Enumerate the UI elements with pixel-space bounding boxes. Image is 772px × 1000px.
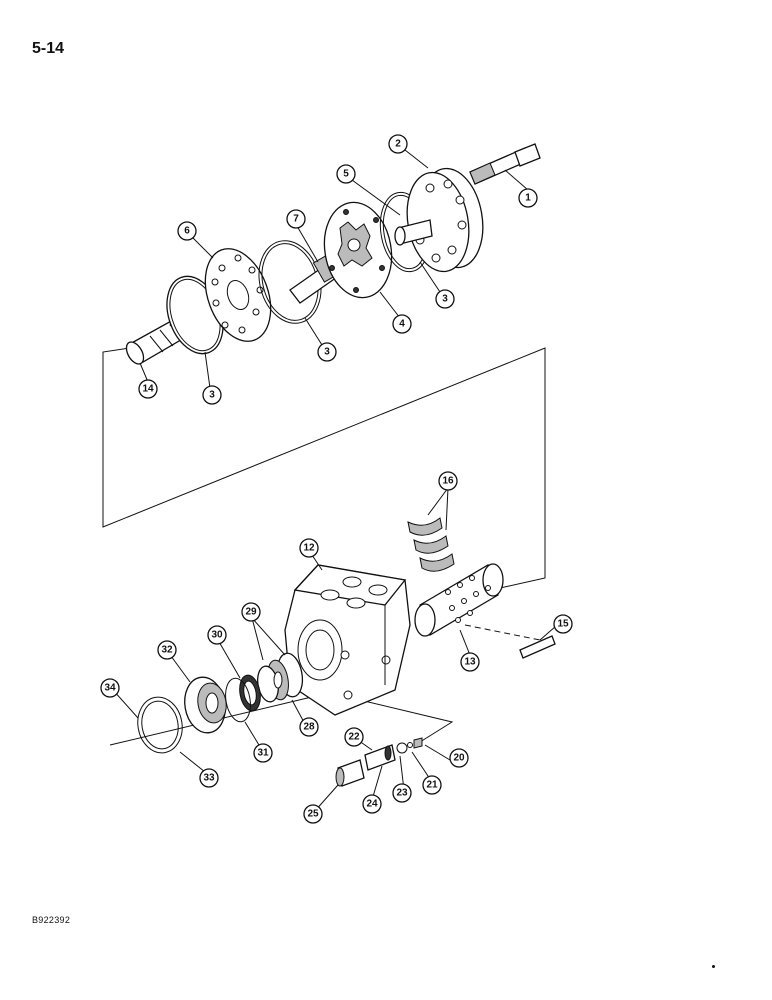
callout-31: 31 bbox=[253, 743, 273, 763]
callout-34: 34 bbox=[100, 678, 120, 698]
callout-3-left: 3 bbox=[202, 385, 222, 405]
callout-20: 20 bbox=[449, 748, 469, 768]
part-12-valve-housing bbox=[284, 564, 411, 716]
callout-16: 16 bbox=[438, 471, 458, 491]
callout-13: 13 bbox=[460, 652, 480, 672]
page-number: 5-14 bbox=[32, 40, 65, 57]
svg-text:16: 16 bbox=[442, 476, 454, 487]
svg-text:15: 15 bbox=[557, 619, 569, 630]
callout-25: 25 bbox=[303, 804, 323, 824]
svg-text:1: 1 bbox=[525, 193, 531, 204]
part-7-drive-link bbox=[289, 255, 341, 304]
callout-6: 6 bbox=[177, 221, 197, 241]
callout-4: 4 bbox=[392, 314, 412, 334]
callout-7: 7 bbox=[286, 209, 306, 229]
leader-lines bbox=[112, 149, 557, 813]
svg-text:6: 6 bbox=[184, 226, 190, 237]
svg-text:3: 3 bbox=[209, 390, 215, 401]
part-5-spacer bbox=[394, 219, 433, 246]
part-30-31-seals bbox=[225, 674, 261, 723]
callout-30: 30 bbox=[207, 625, 227, 645]
part-32-seal-gland bbox=[184, 676, 227, 734]
callout-32: 32 bbox=[157, 640, 177, 660]
svg-text:22: 22 bbox=[348, 732, 360, 743]
callout-33: 33 bbox=[199, 768, 219, 788]
svg-text:14: 14 bbox=[142, 384, 154, 395]
callout-5: 5 bbox=[336, 164, 356, 184]
svg-text:29: 29 bbox=[245, 607, 257, 618]
svg-text:23: 23 bbox=[396, 788, 408, 799]
part-4-gerotor-ring bbox=[323, 201, 393, 299]
callouts: 1 2 3 3 3 4 5 6 7 12 13 14 15 16 20 21 2… bbox=[100, 134, 573, 824]
svg-text:7: 7 bbox=[293, 214, 299, 225]
svg-text:33: 33 bbox=[203, 773, 215, 784]
callout-12: 12 bbox=[299, 538, 319, 558]
part-13-sleeve bbox=[414, 563, 504, 637]
callout-1: 1 bbox=[518, 188, 538, 208]
callout-22: 22 bbox=[344, 727, 364, 747]
svg-text:31: 31 bbox=[257, 748, 269, 759]
part-33-34-rings bbox=[137, 696, 183, 754]
callout-29: 29 bbox=[241, 602, 261, 622]
svg-text:3: 3 bbox=[442, 294, 448, 305]
svg-text:34: 34 bbox=[104, 683, 116, 694]
svg-text:24: 24 bbox=[366, 799, 378, 810]
callout-23: 23 bbox=[392, 783, 412, 803]
svg-text:3: 3 bbox=[324, 347, 330, 358]
callout-21: 21 bbox=[422, 775, 442, 795]
callout-28: 28 bbox=[299, 717, 319, 737]
svg-text:21: 21 bbox=[426, 780, 438, 791]
part-15-pin bbox=[519, 635, 556, 659]
part-28-29-bearing bbox=[257, 652, 304, 703]
part-2-end-cap bbox=[406, 167, 484, 273]
part-16-centering-springs bbox=[407, 517, 455, 572]
svg-text:4: 4 bbox=[399, 319, 405, 330]
svg-text:2: 2 bbox=[395, 139, 401, 150]
callout-24: 24 bbox=[362, 794, 382, 814]
page-mark bbox=[712, 965, 715, 968]
svg-text:28: 28 bbox=[303, 722, 315, 733]
svg-text:20: 20 bbox=[453, 753, 465, 764]
svg-text:25: 25 bbox=[307, 809, 319, 820]
parts-20-25-relief-valve bbox=[335, 737, 423, 787]
svg-text:5: 5 bbox=[343, 169, 349, 180]
svg-text:30: 30 bbox=[211, 630, 223, 641]
callout-14: 14 bbox=[138, 379, 158, 399]
svg-text:12: 12 bbox=[303, 543, 315, 554]
callout-15: 15 bbox=[553, 614, 573, 634]
svg-text:13: 13 bbox=[464, 657, 476, 668]
figure-code: B922392 bbox=[32, 915, 71, 925]
callout-2: 2 bbox=[388, 134, 408, 154]
part-1-cap-screw bbox=[469, 143, 541, 185]
svg-text:32: 32 bbox=[161, 645, 173, 656]
callout-3-middle: 3 bbox=[317, 342, 337, 362]
callout-3-right: 3 bbox=[435, 289, 455, 309]
